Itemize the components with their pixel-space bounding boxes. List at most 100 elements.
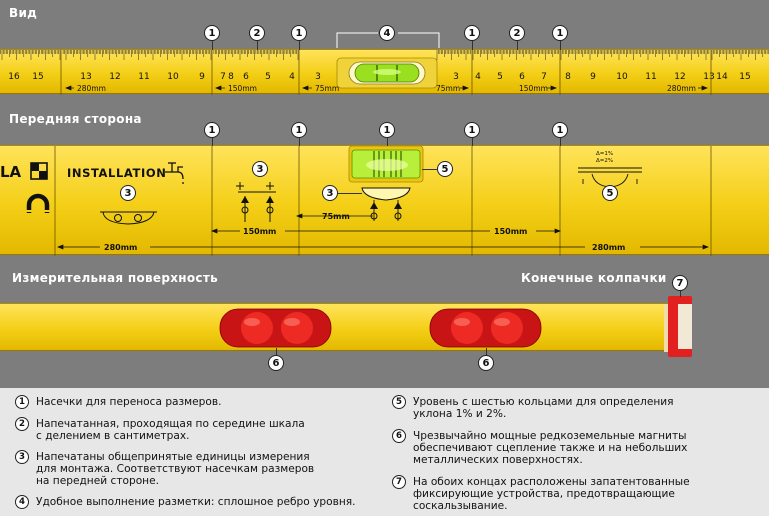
- callout-1: 1: [552, 122, 568, 138]
- dim-150-left: 150mm: [228, 84, 257, 93]
- ruler-label: 10: [167, 72, 179, 82]
- front-bowl-icon: [361, 187, 411, 221]
- callout-3: 3: [252, 161, 268, 177]
- brand-fragment: LA: [0, 163, 22, 181]
- callout-1: 1: [291, 25, 307, 41]
- legend-number: 2: [15, 417, 29, 431]
- front-dim-280-right: 280mm: [592, 243, 625, 252]
- ruler-label: 3: [315, 72, 321, 82]
- ruler-label: 10: [616, 72, 628, 82]
- callout-1: 1: [464, 122, 480, 138]
- front-dim-75: 75mm: [322, 212, 350, 221]
- ruler-label: 6: [519, 72, 525, 82]
- callout-1: 1: [291, 122, 307, 138]
- legend-text: Насечки для переноса размеров.: [36, 396, 222, 408]
- front-dim-150-right: 150mm: [494, 227, 527, 236]
- ruler-label: 6: [243, 72, 249, 82]
- front-dim-280-left: 280mm: [104, 243, 137, 252]
- legend-item-2: 2 Напечатанная, проходящая по середине ш…: [15, 417, 305, 442]
- callout-1: 1: [552, 25, 568, 41]
- callout-2: 2: [509, 25, 525, 41]
- ruler-label: 4: [289, 72, 295, 82]
- front-side-svg: LA INSTALLATION: [0, 146, 712, 256]
- ruler-label: 5: [497, 72, 503, 82]
- magnet-icon: [26, 193, 50, 213]
- sink-icon: [100, 211, 157, 225]
- legend-text: Чрезвычайно мощные редкоземельные магнит…: [413, 430, 688, 466]
- ruler-label: 16: [8, 72, 20, 82]
- callout-1: 1: [379, 122, 395, 138]
- legend-item-5: 5 Уровень с шестью кольцами для определе…: [392, 395, 674, 420]
- callout-6: 6: [478, 355, 494, 371]
- ruler-label: 15: [32, 72, 43, 82]
- legend-number: 5: [392, 395, 406, 409]
- legend-text: Уровень с шестью кольцами для определени…: [413, 396, 674, 420]
- section-title-measuring-surface: Измерительная поверхность: [12, 271, 218, 285]
- front-level-band: LA INSTALLATION: [0, 145, 769, 256]
- slope-icon: [578, 167, 642, 188]
- dim-75-left: 75mm: [315, 84, 339, 93]
- legend-number: 1: [15, 395, 29, 409]
- legend-item-4: 4 Удобное выполнение разметки: сплошное …: [15, 495, 356, 509]
- legend-number: 3: [15, 450, 29, 464]
- dim-280-left: 280mm: [77, 84, 106, 93]
- callout-7: 7: [672, 275, 688, 291]
- front-dim-150-left: 150mm: [243, 227, 276, 236]
- ruler-label: 11: [138, 72, 149, 82]
- measuring-surface-svg: [219, 304, 684, 352]
- callout-1: 1: [464, 25, 480, 41]
- callout-1: 1: [204, 122, 220, 138]
- ruler-label: 12: [674, 72, 685, 82]
- front-dimensions: [57, 213, 709, 250]
- section-title-top-view: Вид: [9, 6, 38, 20]
- callout-3: 3: [120, 185, 136, 201]
- callout-4: 4: [379, 25, 395, 41]
- callout-2: 2: [249, 25, 265, 41]
- end-cap: [668, 296, 692, 357]
- callout-3: 3: [322, 185, 338, 201]
- taps-arrows: [241, 196, 274, 214]
- slope-2-label: Δ=2%: [596, 158, 613, 164]
- callout-5: 5: [437, 161, 453, 177]
- ruler-label: 13: [80, 72, 91, 82]
- legend-item-6: 6 Чрезвычайно мощные редкоземельные магн…: [392, 429, 688, 466]
- ruler-label: 7: [220, 72, 226, 82]
- dim-280-right: 280mm: [667, 84, 696, 93]
- ruler-label: 11: [645, 72, 656, 82]
- slope-1-label: Δ=1%: [596, 151, 613, 157]
- legend: 1 Насечки для переноса размеров. 2 Напеч…: [0, 388, 769, 516]
- legend-number: 4: [15, 495, 29, 509]
- legend-text: Напечатаны общепринятые единицы измерени…: [36, 451, 315, 487]
- installation-label: INSTALLATION: [67, 166, 166, 180]
- brand-logo-squares: [30, 162, 48, 180]
- callout-1: 1: [204, 25, 220, 41]
- ruler-label: 15: [739, 72, 750, 82]
- dim-75-right: 75mm: [436, 84, 460, 93]
- callout-5: 5: [602, 185, 618, 201]
- ruler-label: 12: [109, 72, 120, 82]
- callout-6: 6: [268, 355, 284, 371]
- ruler-label: 13: [703, 72, 714, 82]
- ruler-label: 3: [453, 72, 459, 82]
- legend-text: На обоих концах расположены запатентован…: [413, 476, 690, 512]
- legend-text: Удобное выполнение разметки: сплошное ре…: [36, 496, 356, 508]
- magnet-pad-left: [219, 308, 332, 348]
- ruler-label: 7: [541, 72, 547, 82]
- magnet-pad-right: [429, 308, 542, 348]
- legend-item-7: 7 На обоих концах расположены запатентов…: [392, 475, 690, 512]
- legend-item-3: 3 Напечатаны общепринятые единицы измере…: [15, 450, 315, 487]
- callout-4-bracket: [336, 32, 440, 48]
- ruler-label: 14: [716, 72, 728, 82]
- dim-150-right: 150mm: [519, 84, 548, 93]
- legend-text: Напечатанная, проходящая по середине шка…: [36, 418, 305, 442]
- ruler-label: 4: [475, 72, 481, 82]
- ruler-label: 9: [199, 72, 205, 82]
- legend-item-1: 1 Насечки для переноса размеров.: [15, 395, 222, 409]
- measuring-surface-band: [0, 303, 684, 352]
- section-title-end-caps: Конечные колпачки: [521, 271, 667, 285]
- ruler-label: 9: [590, 72, 596, 82]
